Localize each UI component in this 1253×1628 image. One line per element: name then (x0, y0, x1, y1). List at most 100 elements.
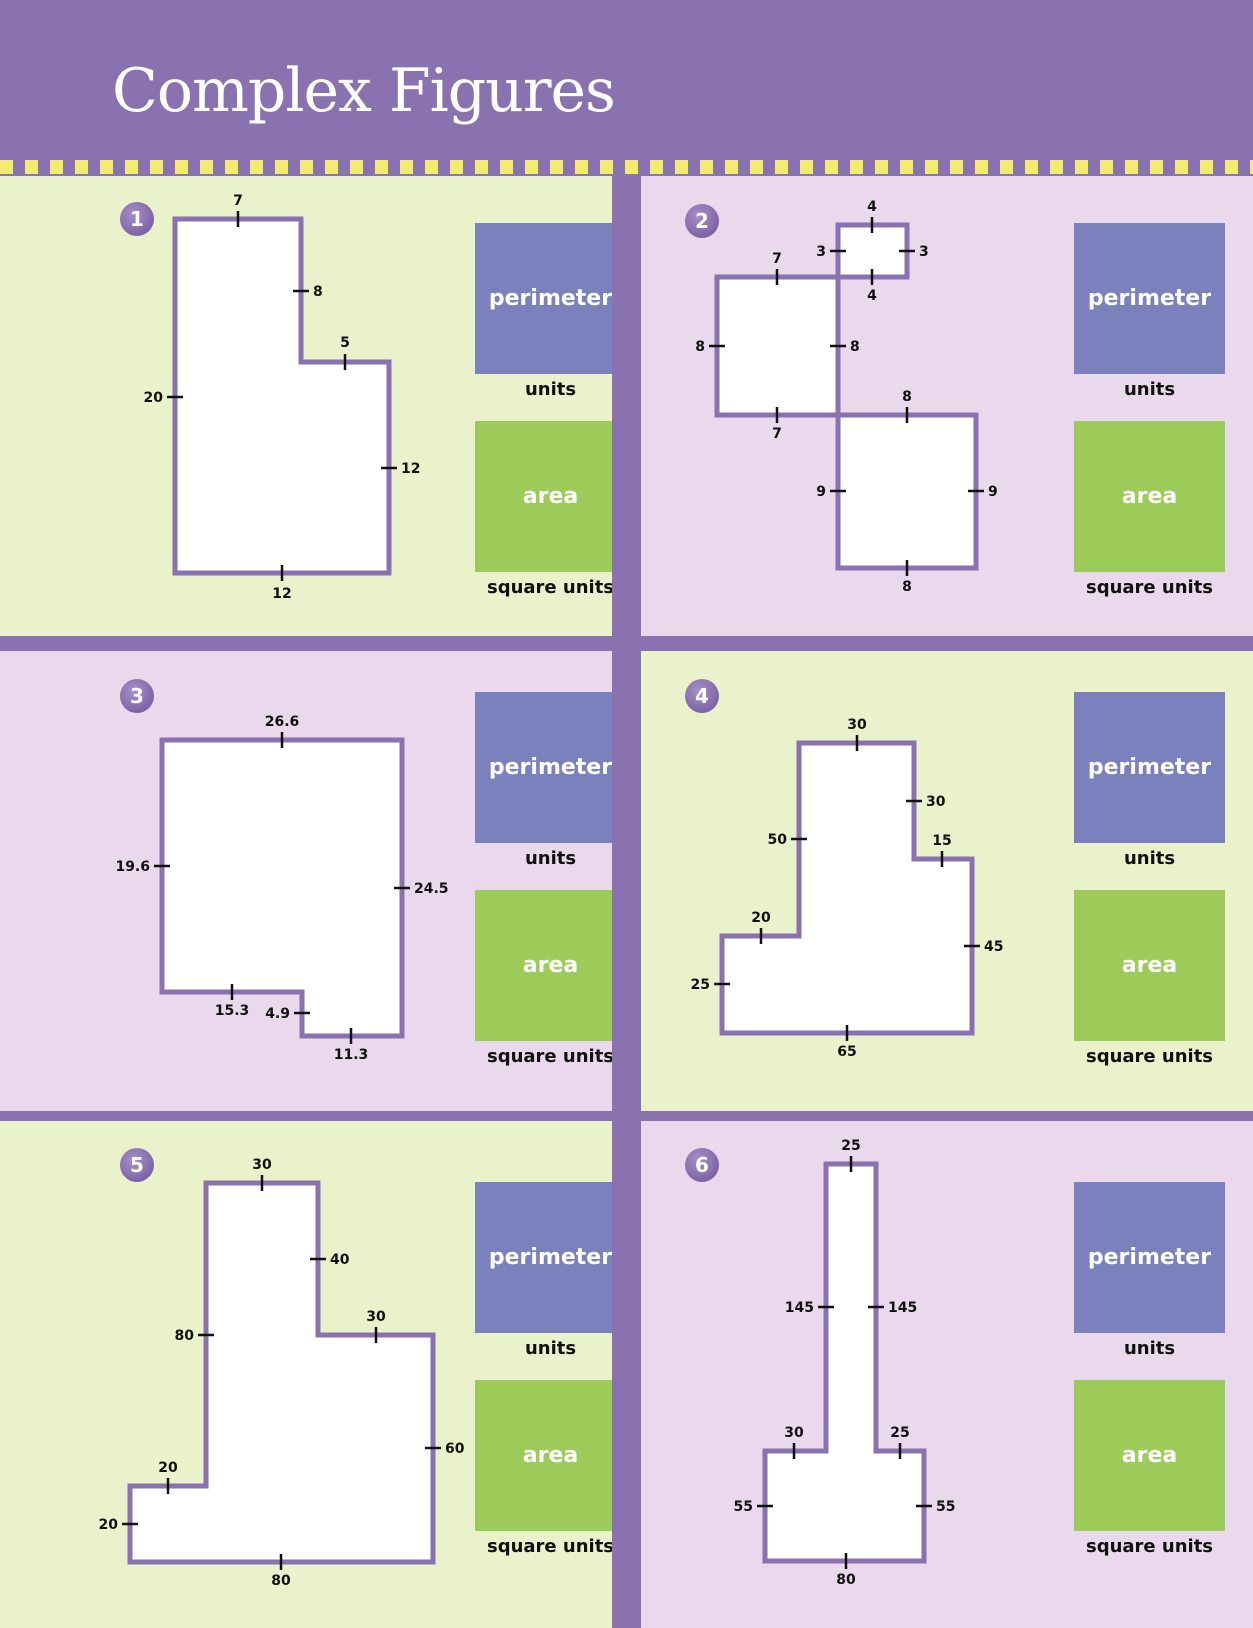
dimension-label: 25 (691, 977, 710, 993)
area-answer-box[interactable]: area (475, 1380, 612, 1531)
figure-outline (172, 216, 392, 576)
dimension-label: 12 (272, 586, 291, 602)
problem-6-panel: 6 25 145 145 30 25 55 55 80 perimeter un… (641, 1121, 1253, 1628)
dimension-label: 4 (867, 199, 877, 215)
figure-outline (127, 1180, 436, 1565)
dimension-label: 5 (340, 335, 350, 351)
problem-6-figure: 25 145 145 30 25 55 55 80 (734, 1138, 956, 1588)
dimension-label: 20 (144, 390, 164, 406)
dimension-label: 30 (784, 1425, 804, 1441)
dimension-label: 45 (984, 939, 1003, 955)
problem-3-figure: 26.6 19.6 24.5 15.3 4.9 11.3 (115, 714, 449, 1063)
problem-5-panel: 5 30 40 30 80 60 20 20 80 perimeter unit… (0, 1121, 612, 1628)
square-units-label: square units (486, 1046, 612, 1067)
dimension-label: 145 (785, 1300, 814, 1316)
dimension-label: 8 (902, 579, 912, 595)
dimension-label: 3 (919, 244, 929, 260)
problem-4-panel: 4 30 30 50 15 20 45 25 65 perimeter unit… (641, 651, 1253, 1111)
dimension-label: 4.9 (265, 1006, 290, 1022)
dimension-label: 80 (836, 1572, 856, 1588)
area-answer-box[interactable]: area (475, 890, 612, 1041)
problem-3-panel: 3 26.6 19.6 24.5 15.3 4.9 11.3 perimeter… (0, 651, 612, 1111)
area-answer-box[interactable]: area (1074, 421, 1225, 572)
dimension-label: 15 (932, 833, 951, 849)
dimension-label: 7 (772, 251, 782, 267)
dimension-label: 20 (751, 910, 771, 926)
dimension-label: 50 (768, 832, 788, 848)
figure-outline (835, 222, 910, 280)
dimension-label: 9 (816, 484, 826, 500)
dimension-label: 15.3 (215, 1003, 250, 1019)
problem-1-panel: 1 7 8 5 20 12 12 perimeter units area sq… (0, 176, 612, 636)
problem-number-badge: 6 (685, 1148, 719, 1182)
dimension-label: 55 (936, 1499, 955, 1515)
units-label: units (1123, 1338, 1176, 1359)
figure-outline (835, 412, 979, 571)
problem-number-badge: 3 (120, 679, 154, 713)
problem-4-figure: 30 30 50 15 20 45 25 65 (691, 717, 1004, 1060)
units-label: units (1123, 379, 1176, 400)
dimension-label: 65 (837, 1044, 856, 1060)
header-banner: Complex Figures (0, 0, 1253, 160)
area-answer-box[interactable]: area (1074, 1380, 1225, 1531)
square-units-label: square units (1085, 577, 1214, 598)
dimension-label: 20 (99, 1517, 119, 1533)
perimeter-answer-box[interactable]: perimeter (475, 1182, 612, 1333)
page-title: Complex Figures (112, 56, 616, 126)
dimension-label: 3 (816, 244, 826, 260)
dimension-label: 19.6 (115, 859, 150, 875)
dimension-label: 30 (252, 1157, 272, 1173)
dimension-label: 30 (926, 794, 946, 810)
figure-outline (762, 1161, 927, 1564)
dimension-label: 9 (988, 484, 998, 500)
dimension-label: 25 (890, 1425, 909, 1441)
figure-outline (159, 737, 405, 1039)
dimension-label: 145 (888, 1300, 917, 1316)
units-label: units (524, 848, 577, 869)
units-label: units (524, 1338, 577, 1359)
dimension-label: 8 (313, 284, 323, 300)
problem-5-figure: 30 40 30 80 60 20 20 80 (99, 1157, 465, 1589)
dimension-label: 8 (695, 339, 705, 355)
dimension-label: 7 (772, 426, 782, 442)
dimension-label: 20 (158, 1460, 178, 1476)
dimension-label: 80 (271, 1573, 291, 1589)
checkered-stripe (0, 160, 1253, 174)
dimension-label: 4 (867, 288, 877, 304)
problem-number-badge: 1 (120, 202, 154, 236)
problem-number-badge: 5 (120, 1148, 154, 1182)
dimension-label: 55 (734, 1499, 753, 1515)
dimension-label: 8 (850, 339, 860, 355)
dimension-label: 24.5 (414, 881, 449, 897)
square-units-label: square units (1085, 1536, 1214, 1557)
square-units-label: square units (486, 577, 612, 598)
perimeter-answer-box[interactable]: perimeter (1074, 223, 1225, 374)
square-units-label: square units (1085, 1046, 1214, 1067)
square-units-label: square units (486, 1536, 612, 1557)
problem-number-badge: 2 (685, 204, 719, 238)
dimension-label: 11.3 (334, 1047, 369, 1063)
problem-2-figure: 4 3 3 4 7 8 8 7 8 9 9 8 (695, 199, 998, 595)
figure-outline (719, 740, 975, 1036)
dimension-label: 40 (330, 1252, 350, 1268)
perimeter-answer-box[interactable]: perimeter (1074, 1182, 1225, 1333)
dimension-label: 7 (233, 193, 243, 209)
perimeter-answer-box[interactable]: perimeter (1074, 692, 1225, 843)
problem-number-badge: 4 (685, 679, 719, 713)
units-label: units (1123, 848, 1176, 869)
problem-2-panel: 2 4 3 3 4 7 8 8 7 8 9 9 8 perimeter unit… (641, 176, 1253, 636)
dimension-label: 80 (175, 1328, 195, 1344)
dimension-label: 12 (401, 461, 420, 477)
area-answer-box[interactable]: area (475, 421, 612, 572)
dimension-label: 26.6 (265, 714, 300, 730)
perimeter-answer-box[interactable]: perimeter (475, 692, 612, 843)
units-label: units (524, 379, 577, 400)
dimension-label: 8 (902, 389, 912, 405)
figure-outline (714, 274, 841, 418)
problem-1-figure: 7 8 5 20 12 12 (144, 193, 421, 602)
perimeter-answer-box[interactable]: perimeter (475, 223, 612, 374)
area-answer-box[interactable]: area (1074, 890, 1225, 1041)
dimension-label: 30 (847, 717, 867, 733)
dimension-label: 30 (366, 1309, 386, 1325)
dimension-label: 25 (841, 1138, 860, 1154)
